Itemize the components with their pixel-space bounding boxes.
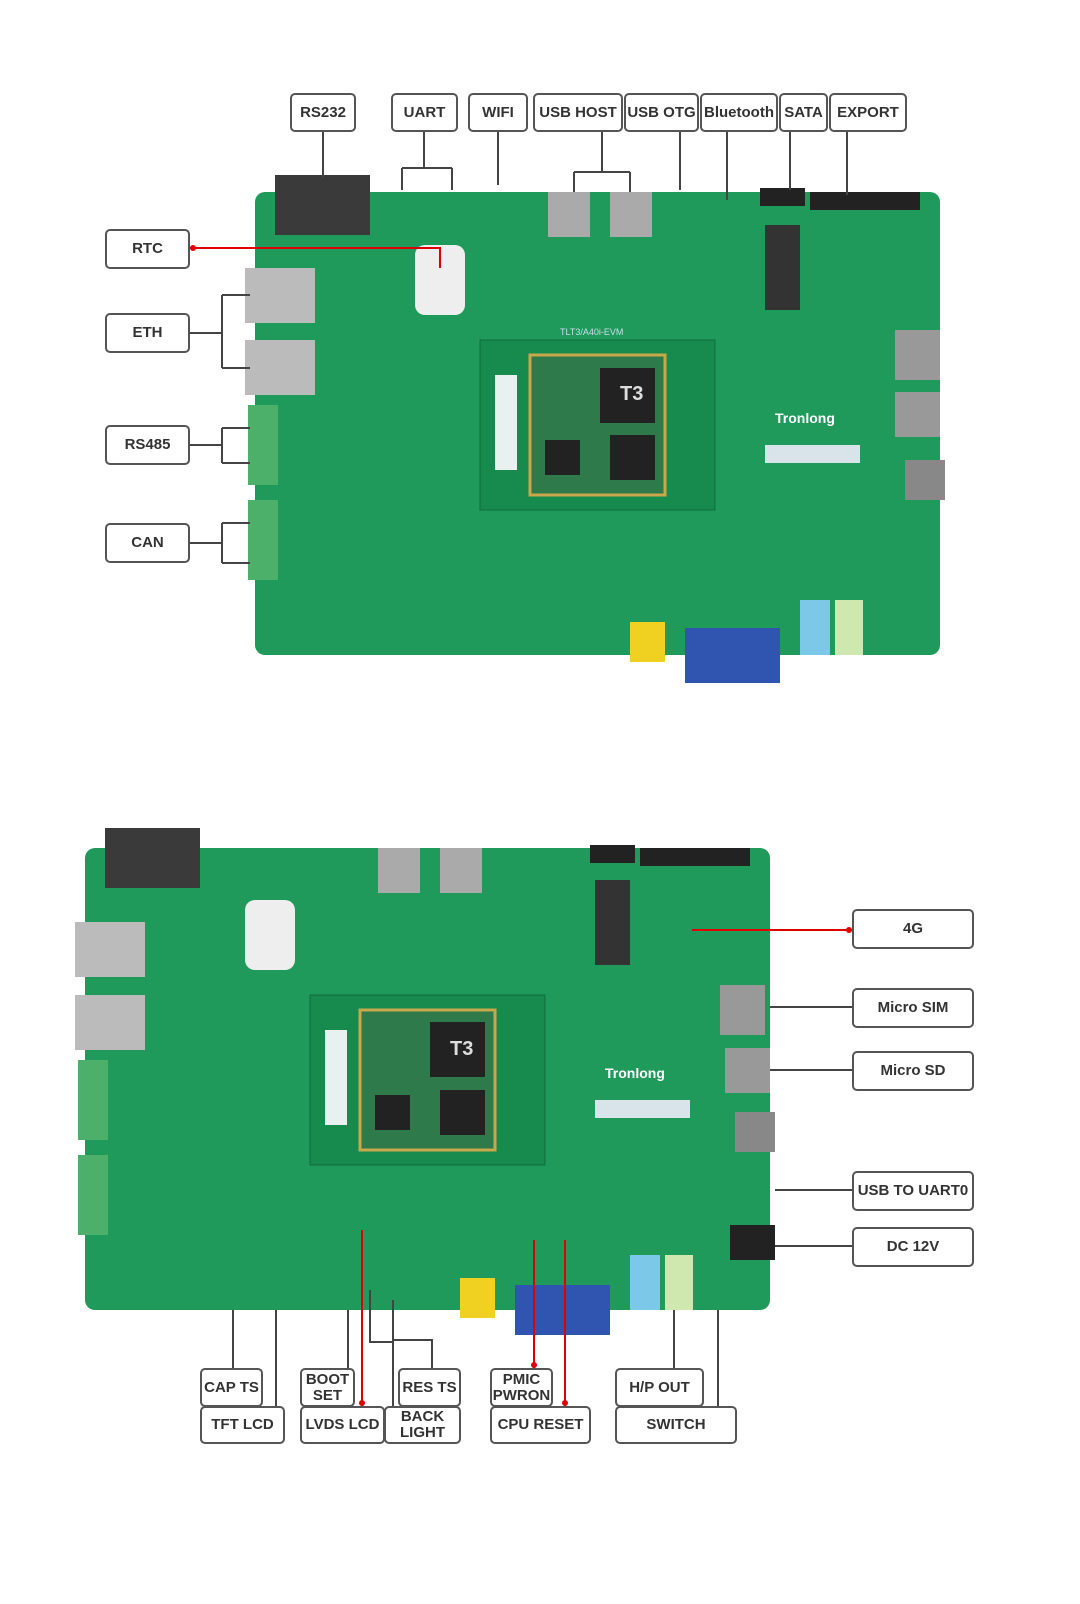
som-text: T3 — [620, 383, 643, 405]
label-res-ts: RES TS — [398, 1368, 461, 1407]
label-bluetooth: Bluetooth — [700, 93, 778, 132]
label-can: CAN — [105, 523, 190, 563]
label-rs485: RS485 — [105, 425, 190, 465]
highlight-lines — [189, 247, 852, 1406]
highlight-dots — [190, 245, 852, 1406]
label-micro-sd: Micro SD — [852, 1051, 974, 1091]
label-dc-12v: DC 12V — [852, 1227, 974, 1267]
som-text-bottom: T3 — [450, 1038, 473, 1060]
label-switch: SWITCH — [615, 1406, 737, 1444]
label-usb-host: USB HOST — [533, 93, 623, 132]
label-usb-otg: USB OTG — [624, 93, 699, 132]
label-uart: UART — [391, 93, 458, 132]
top-board: Tronlong T3 TLT3/A40i-EVM — [245, 175, 945, 683]
label-export: EXPORT — [829, 93, 907, 132]
label-usb-to-uart0: USB TO UART0 — [852, 1171, 974, 1211]
brand-text: Tronlong — [775, 410, 835, 426]
label-sata: SATA — [779, 93, 828, 132]
label-boot-set: BOOT SET — [300, 1368, 355, 1407]
label-lvds-lcd: LVDS LCD — [300, 1406, 385, 1444]
label-4g: 4G — [852, 909, 974, 949]
label-wifi: WIFI — [468, 93, 528, 132]
label-micro-sim: Micro SIM — [852, 988, 974, 1028]
model-text: TLT3/A40i-EVM — [560, 327, 623, 337]
label-tft-lcd: TFT LCD — [200, 1406, 285, 1444]
label-eth: ETH — [105, 313, 190, 353]
label-rtc: RTC — [105, 229, 190, 269]
brand-text-bottom: Tronlong — [605, 1065, 665, 1081]
label-back-light: BACK LIGHT — [384, 1406, 461, 1444]
leader-lines — [189, 131, 852, 1406]
label-pmic-pwron: PMIC PWRON — [490, 1368, 553, 1407]
label-rs232: RS232 — [290, 93, 356, 132]
bottom-board: Tronlong T3 — [75, 828, 775, 1335]
label-hp-out: H/P OUT — [615, 1368, 704, 1407]
label-cap-ts: CAP TS — [200, 1368, 263, 1407]
label-cpu-reset: CPU RESET — [490, 1406, 591, 1444]
